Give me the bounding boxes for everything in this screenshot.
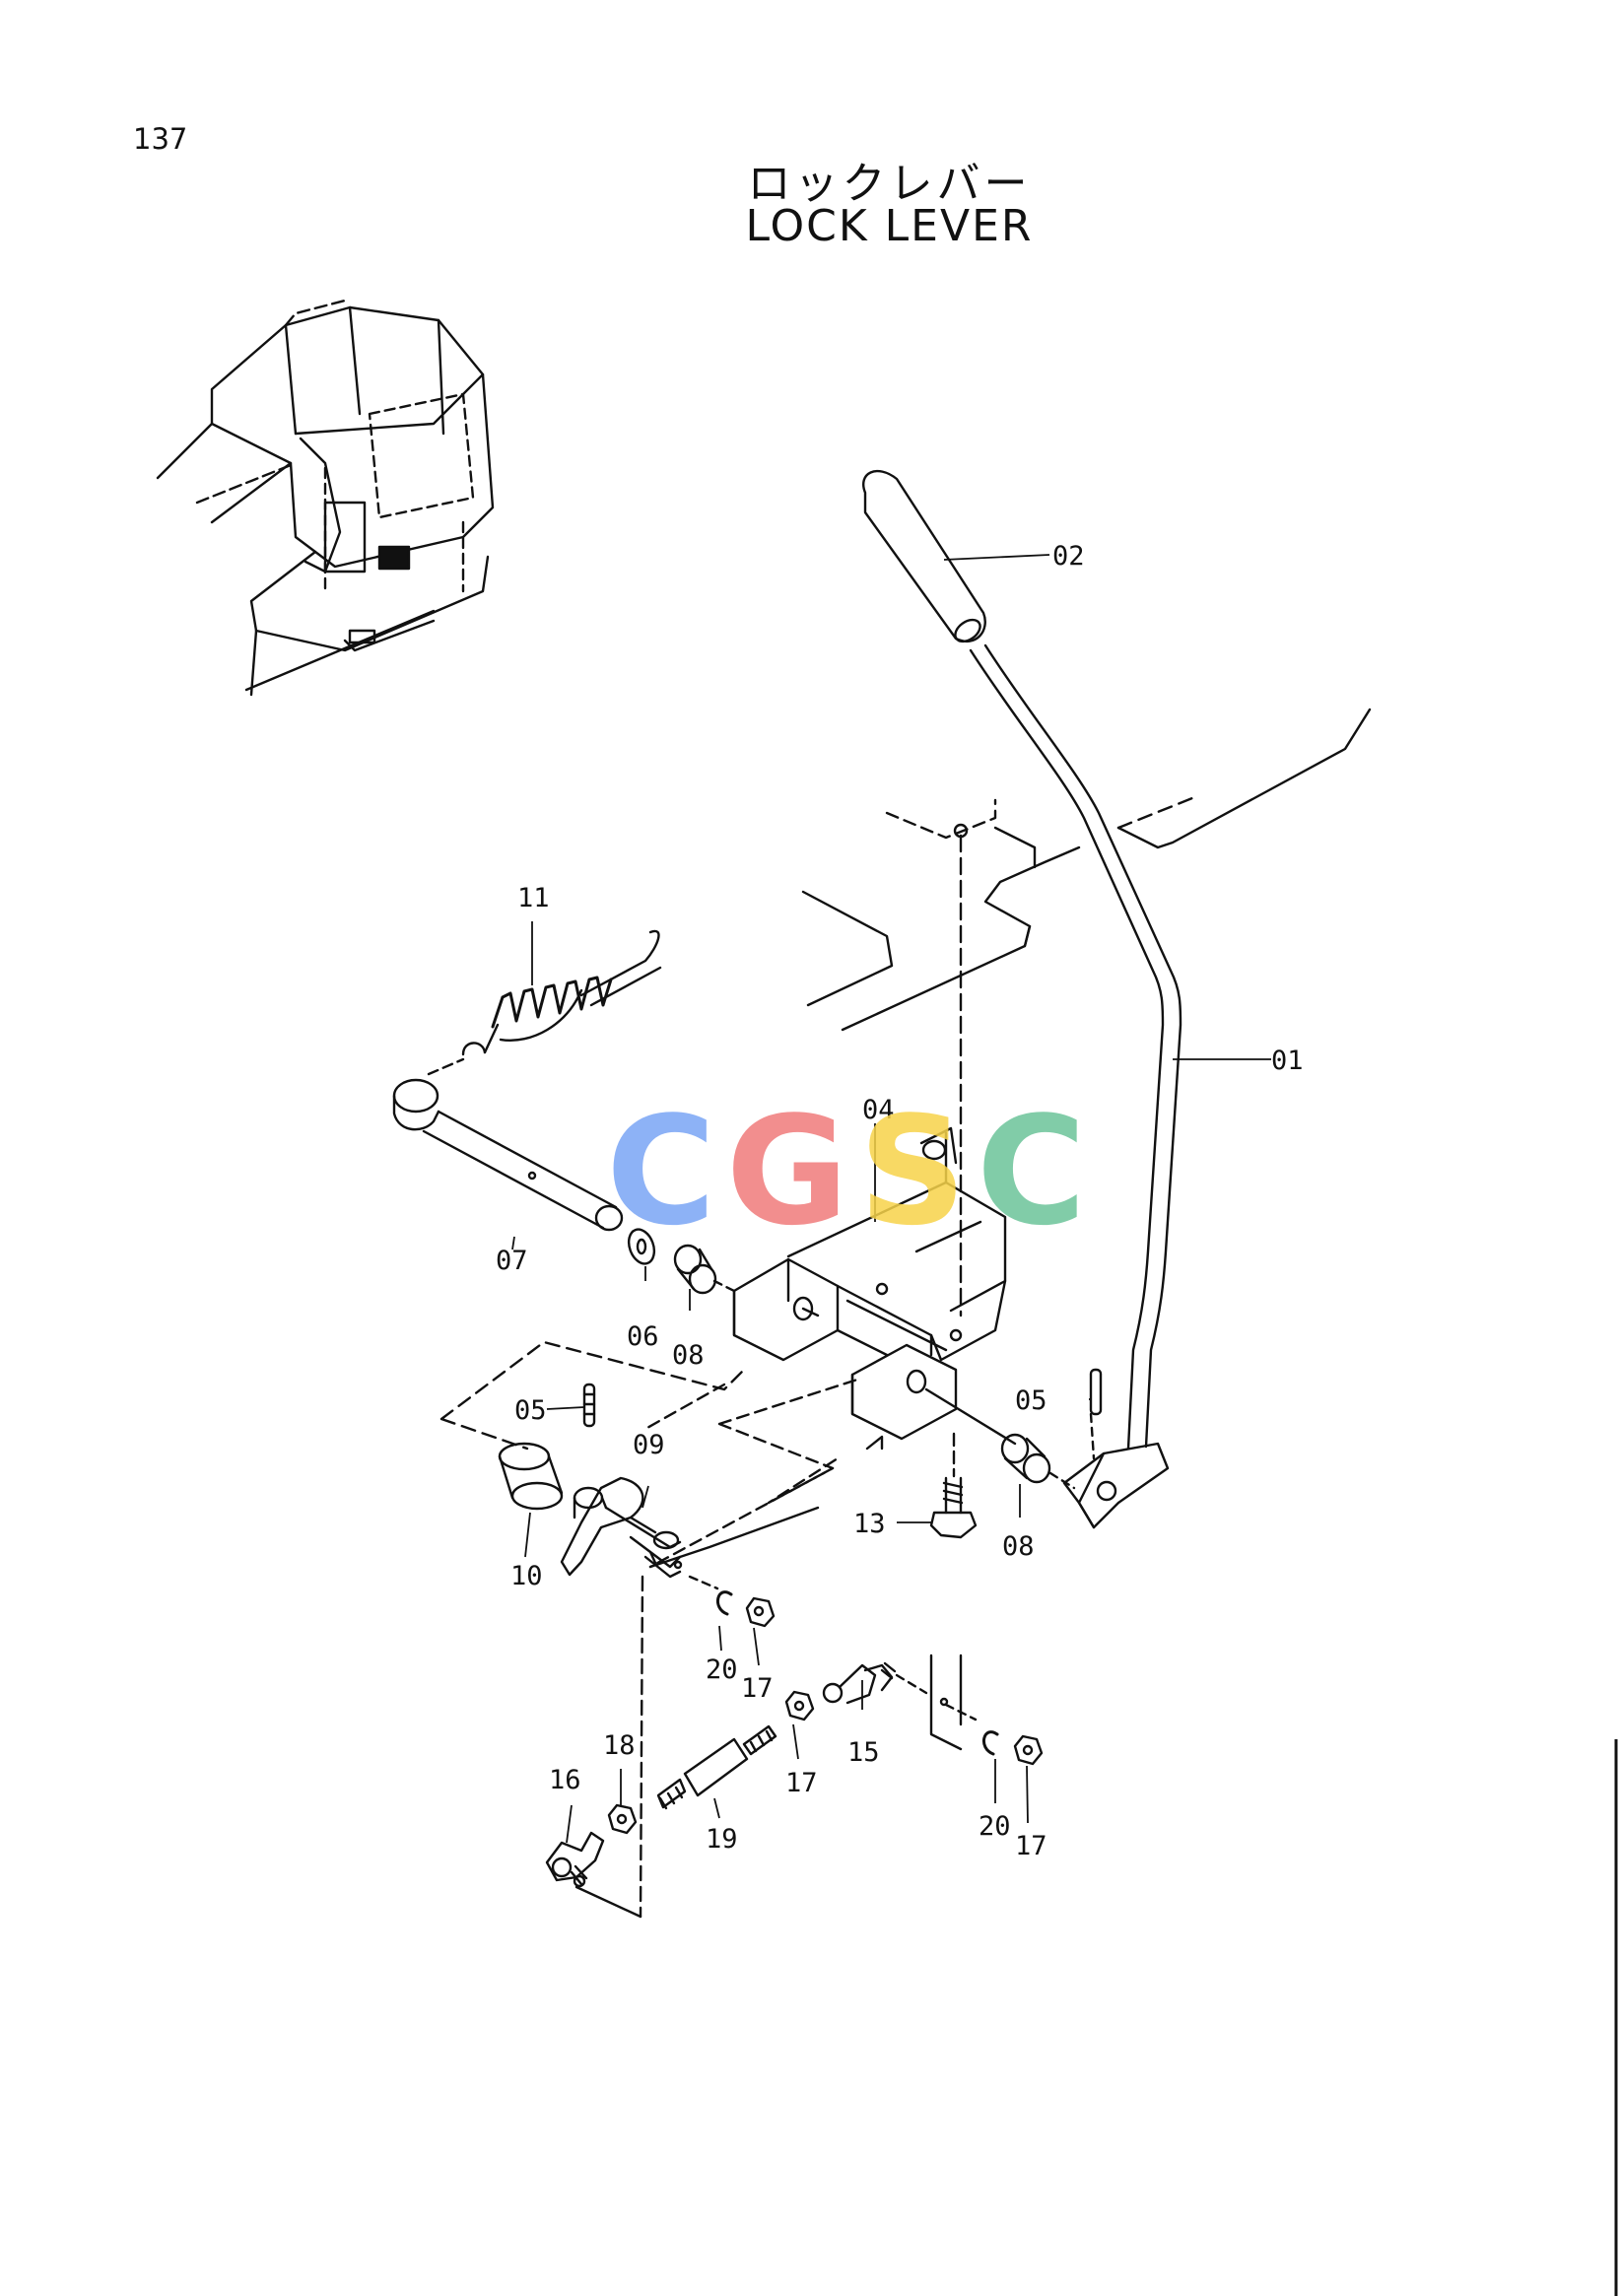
- callout-02: 02: [1052, 541, 1085, 572]
- cab-overview-illustration: [156, 299, 495, 697]
- watermark-letter: S: [858, 1084, 977, 1258]
- callout-10: 10: [510, 1561, 543, 1591]
- callout-17-c: 17: [1015, 1831, 1047, 1861]
- callout-11: 11: [517, 883, 550, 913]
- washer-part-06: [627, 1228, 656, 1265]
- arm-part-09: [560, 1476, 683, 1579]
- snap-ring-part-20-a: [716, 1590, 733, 1616]
- page-number: 137: [133, 122, 188, 156]
- callout-04: 04: [862, 1095, 895, 1125]
- watermark-letter: C: [976, 1084, 1097, 1258]
- callout-05-right: 05: [1015, 1385, 1047, 1416]
- callout-18: 18: [603, 1730, 636, 1761]
- bolt-part-13: [929, 1476, 978, 1539]
- nut-part-17-a: [745, 1596, 776, 1628]
- watermark-letter: C: [606, 1084, 726, 1258]
- watermark-letter: G: [725, 1084, 859, 1258]
- title-japanese: ロックレバー: [747, 159, 1032, 209]
- callout-08-left: 08: [672, 1340, 705, 1371]
- callout-labels: 01 02 04 05 05 06 07 08 08 09 10 11 13 1…: [496, 541, 1304, 1861]
- callout-09: 09: [633, 1430, 665, 1460]
- callout-20-b: 20: [979, 1811, 1011, 1842]
- ball-joint-part-16: [545, 1831, 605, 1888]
- grip-part-02: [862, 469, 986, 643]
- title-english: LOCK LEVER: [745, 201, 1034, 251]
- callout-13: 13: [853, 1509, 886, 1539]
- nut-part-17-c: [1013, 1734, 1044, 1766]
- callout-20-a: 20: [706, 1654, 738, 1685]
- floor-plate-outline: [801, 708, 1372, 1317]
- ball-joint-part-15: [822, 1661, 897, 1705]
- rod-part-19: [656, 1724, 777, 1810]
- spring-part-11: [461, 929, 662, 1056]
- callout-01: 01: [1271, 1046, 1304, 1076]
- callout-06: 06: [627, 1321, 659, 1352]
- lever-part-01: [969, 643, 1182, 1529]
- cgsc-watermark: CGSC: [606, 1084, 1096, 1258]
- nut-part-17-b: [784, 1690, 815, 1722]
- callout-07: 07: [496, 1246, 528, 1276]
- callout-17-b: 17: [785, 1768, 818, 1798]
- nut-part-18: [607, 1803, 638, 1835]
- lever-link-plate: [929, 1654, 978, 1751]
- callout-19: 19: [706, 1824, 738, 1855]
- bushing-part-08-right: [1000, 1433, 1076, 1490]
- snap-ring-part-20-b: [982, 1730, 999, 1756]
- callout-08-right: 08: [1002, 1531, 1035, 1562]
- collar-part-10: [498, 1442, 564, 1511]
- callout-05-left: 05: [514, 1395, 547, 1426]
- callout-15: 15: [847, 1737, 880, 1768]
- callout-16: 16: [549, 1765, 581, 1795]
- callout-17-a: 17: [741, 1673, 774, 1704]
- leader-lines: [511, 554, 1271, 1844]
- pin-part-05-right: [1089, 1368, 1103, 1416]
- shaft-part-07: [392, 1078, 624, 1232]
- bushing-part-08-left: [673, 1244, 736, 1295]
- bracket-part-04: [732, 1126, 1007, 1451]
